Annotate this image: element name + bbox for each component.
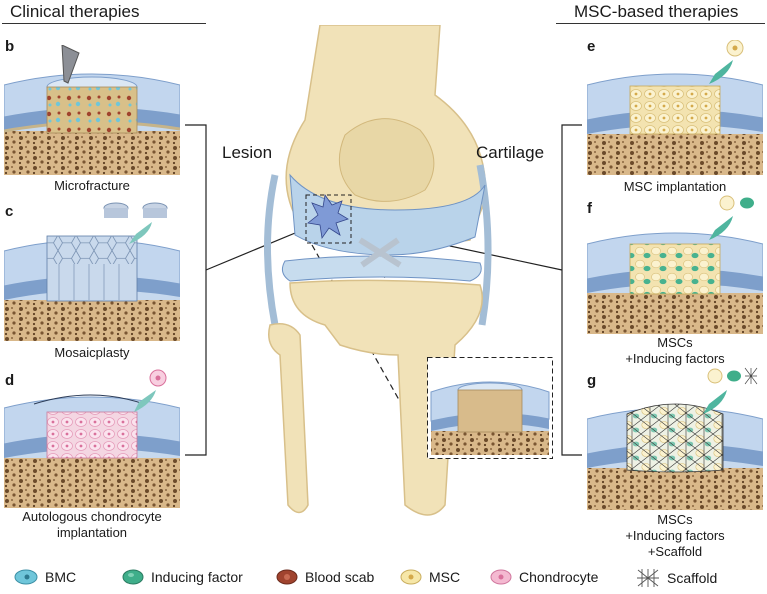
legend-label-scaffold: Scaffold bbox=[667, 570, 718, 586]
legend-label-blood-scab: Blood scab bbox=[305, 569, 375, 585]
right-header-rule bbox=[556, 23, 765, 24]
legend-item-blood-scab: Blood scab bbox=[276, 568, 374, 586]
legend-item-scaffold: Scaffold bbox=[636, 568, 717, 588]
legend: BMC Inducing factor Blood scab MSC Chond… bbox=[0, 562, 767, 592]
panel-f-caption-line2: +Inducing factors bbox=[625, 351, 725, 366]
panel-f-illustration bbox=[587, 195, 763, 334]
panel-c-illustration bbox=[4, 202, 180, 341]
left-header-rule bbox=[2, 23, 206, 24]
bmc-cell-icon bbox=[14, 569, 38, 585]
panel-f-caption-line1: MSCs bbox=[657, 335, 693, 350]
legend-item-chondrocyte: Chondrocyte bbox=[490, 568, 598, 586]
panel-b-label: b bbox=[5, 38, 15, 55]
left-bracket bbox=[185, 124, 207, 456]
panel-c-label: c bbox=[5, 203, 14, 220]
panel-g-label: g bbox=[587, 372, 597, 389]
cartilage-label: Cartilage bbox=[476, 143, 545, 162]
panel-b-caption: Microfracture bbox=[54, 178, 130, 193]
legend-label-chondrocyte: Chondrocyte bbox=[519, 569, 599, 585]
legend-item-bmc: BMC bbox=[14, 568, 76, 586]
panel-f-label: f bbox=[587, 200, 592, 217]
panel-a-inset bbox=[427, 357, 553, 459]
panel-c-caption: Mosaicplasty bbox=[54, 345, 130, 360]
blood-scab-icon bbox=[276, 569, 298, 585]
lesion-label: Lesion bbox=[222, 143, 273, 162]
legend-item-inducing-factor: Inducing factor bbox=[122, 568, 243, 586]
panel-g-illustration bbox=[587, 367, 763, 510]
panel-d-illustration bbox=[4, 369, 180, 508]
panel-e-label: e bbox=[587, 38, 596, 55]
panel-d-label: d bbox=[5, 372, 15, 389]
legend-label-msc: MSC bbox=[429, 569, 461, 585]
legend-label-bmc: BMC bbox=[45, 569, 77, 585]
panel-d-caption-line1: Autologous chondrocyte bbox=[22, 509, 162, 524]
panel-g-caption-line1: MSCs bbox=[657, 512, 693, 527]
right-section-header: MSC-based therapies bbox=[574, 2, 739, 21]
inducing-factor-icon bbox=[122, 569, 144, 585]
msc-cell-icon bbox=[400, 569, 422, 585]
legend-item-msc: MSC bbox=[400, 568, 460, 586]
panel-e-illustration bbox=[587, 40, 763, 175]
panel-b-illustration bbox=[4, 45, 180, 175]
panel-g-caption-line3: +Scaffold bbox=[647, 544, 703, 559]
panel-d-caption-line2: implantation bbox=[56, 525, 128, 540]
right-bracket bbox=[561, 124, 582, 456]
panel-e-caption: MSC implantation bbox=[623, 179, 727, 194]
left-section-header: Clinical therapies bbox=[10, 2, 140, 21]
legend-label-inducing-factor: Inducing factor bbox=[151, 569, 243, 585]
knee-joint-illustration bbox=[264, 25, 492, 516]
panel-g-caption-line2: +Inducing factors bbox=[625, 528, 725, 543]
chondrocyte-icon bbox=[490, 569, 512, 585]
scaffold-icon bbox=[637, 569, 659, 587]
